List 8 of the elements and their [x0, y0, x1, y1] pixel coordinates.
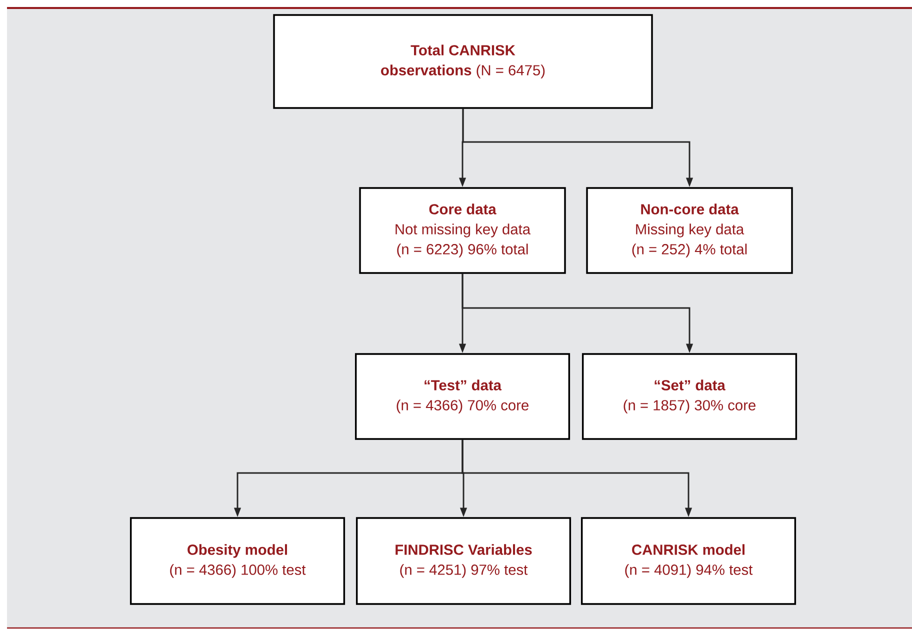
process-box: CANRISK model (n = 4091) 94% test — [580, 517, 796, 605]
process-box: FINDRISC Variables (n = 4251) 97% test — [356, 517, 572, 605]
process-box: Core data Not missing key data (n = 6223) 96% total — [359, 187, 566, 274]
process-box: Obesity model (n = 4366) 100% test — [130, 517, 346, 605]
process-box: “Set” data (n = 1857) 30% core — [582, 353, 798, 440]
process-box: Total CANRISK observations (N = 6475) — [273, 14, 653, 109]
process-box: Non-core data Missing key data (n = 252) 4% total — [586, 187, 793, 274]
process-box: “Test” data (n = 4366) 70% core — [354, 353, 570, 440]
